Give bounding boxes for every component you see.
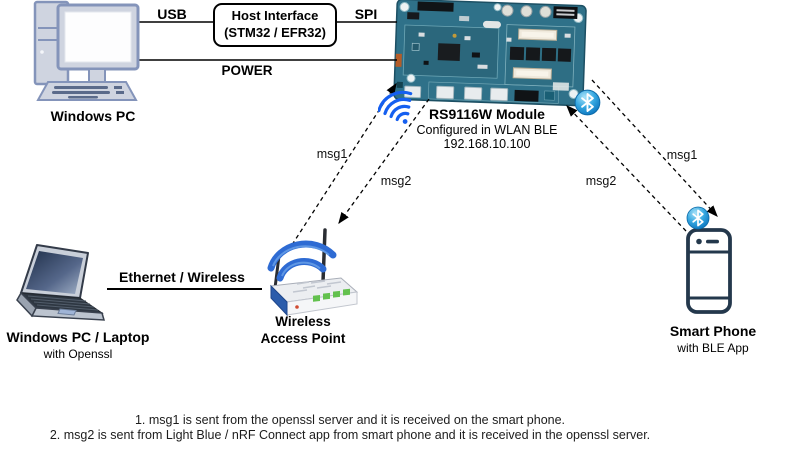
laptop-label-block: Windows PC / Laptop with Openssl [7,329,150,362]
smartphone-icon [684,226,736,318]
board-bluetooth-icon [574,89,601,116]
rs9116w-board-image [392,0,587,107]
power-label: POWER [221,63,273,78]
msg2-wlan-label: msg2 [380,174,412,188]
rs9116w-ip: 192.168.10.100 [443,137,531,152]
smartphone-sublabel: with BLE App [677,340,749,355]
rs9116w-mode: Configured in WLAN BLE [416,122,558,137]
msg1-wlan-label: msg1 [316,147,348,161]
spi-label: SPI [354,6,378,22]
access-point-label-line2: Access Point [260,330,346,346]
windows-pc-label: Windows PC [50,108,136,124]
msg1-ble-label: msg1 [666,148,698,162]
rs9116w-title: RS9116W Module [429,106,545,122]
note-line-2: 2. msg2 is sent from Light Blue / nRF Co… [49,428,651,442]
notes-block: 1. msg1 is sent from the openssl server … [0,413,700,443]
laptop-sublabel: with Openssl [43,346,113,361]
msg2-wlan-arrow [338,98,430,225]
host-interface-box: Host Interface (STM32 / EFR32) [213,3,337,47]
host-interface-subtitle: (STM32 / EFR32) [224,25,326,40]
smartphone-label-block: Smart Phone with BLE App [670,323,756,356]
msg2-ble-arrow [566,105,687,232]
smartphone-label: Smart Phone [669,323,757,339]
desktop-computer-icon [28,0,140,104]
access-point-icon [253,224,367,318]
host-interface-title: Host Interface [231,8,319,24]
usb-label: USB [157,6,187,22]
rs9116w-label-block: RS9116W Module Configured in WLAN BLE 19… [416,106,557,152]
laptop-label: Windows PC / Laptop [6,329,150,345]
ethernet-label: Ethernet / Wireless [119,269,245,285]
phone-bluetooth-icon [686,206,710,230]
wifi-signal-icon [378,88,420,132]
access-point-label-line1: Wireless [275,314,331,329]
access-point-label: Wireless Access Point [261,314,346,348]
msg1-ble-arrow [591,79,718,217]
laptop-icon [8,236,112,324]
pcb-graphic [393,0,587,107]
msg2-ble-label: msg2 [585,174,617,188]
note-line-1: 1. msg1 is sent from the openssl server … [134,413,566,427]
